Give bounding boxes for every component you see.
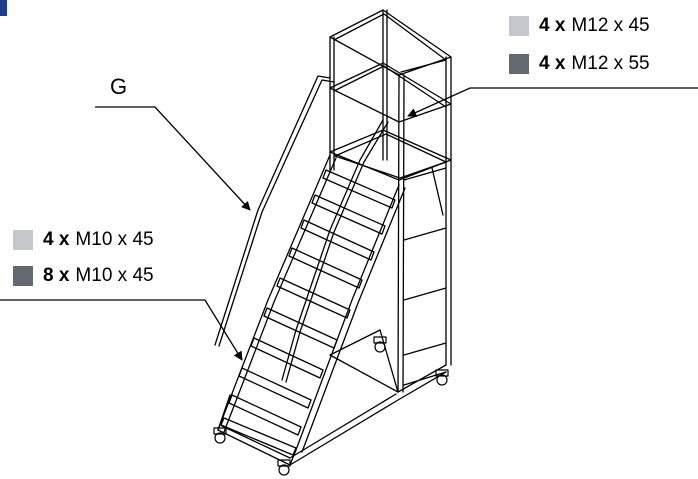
handrail-right — [281, 119, 384, 381]
dark-gray-swatch — [13, 266, 33, 286]
handrail-left — [214, 75, 331, 346]
legend-qty: 4 x — [539, 53, 566, 74]
callout-label-g: G — [110, 74, 128, 99]
legend-spec: M10 x 45 — [75, 229, 154, 250]
legend-qty: 8 x — [43, 265, 70, 286]
stair-stringer-right — [295, 184, 400, 451]
leader-left — [0, 299, 243, 361]
base-frame — [217, 371, 447, 466]
legend-item-top-2: 4 x M12 x 55 — [509, 52, 650, 76]
corner-mark — [0, 0, 7, 16]
leader-top-right — [407, 87, 698, 117]
caster-wheels — [213, 336, 449, 476]
mid-guardrail — [329, 62, 452, 123]
legend-item-left-1: 4 x M10 x 45 — [13, 228, 154, 252]
light-gray-swatch — [509, 16, 529, 36]
dark-gray-swatch — [509, 54, 529, 74]
legend-qty: 4 x — [43, 229, 70, 250]
stair-stringer-left — [217, 154, 331, 431]
light-gray-swatch — [13, 230, 33, 250]
top-guardrail — [329, 9, 452, 76]
stair-treads — [220, 169, 396, 456]
legend-item-top-1: 4 x M12 x 45 — [509, 14, 650, 38]
legend-qty: 4 x — [539, 15, 566, 36]
leader-g — [95, 106, 251, 211]
legend-item-left-2: 8 x M10 x 45 — [13, 264, 154, 288]
tower-upright-front-left — [397, 74, 400, 393]
legend-spec: M12 x 45 — [571, 15, 650, 36]
legend-spec: M10 x 45 — [75, 265, 154, 286]
legend-spec: M12 x 55 — [571, 53, 650, 74]
platform-deck — [329, 129, 452, 181]
